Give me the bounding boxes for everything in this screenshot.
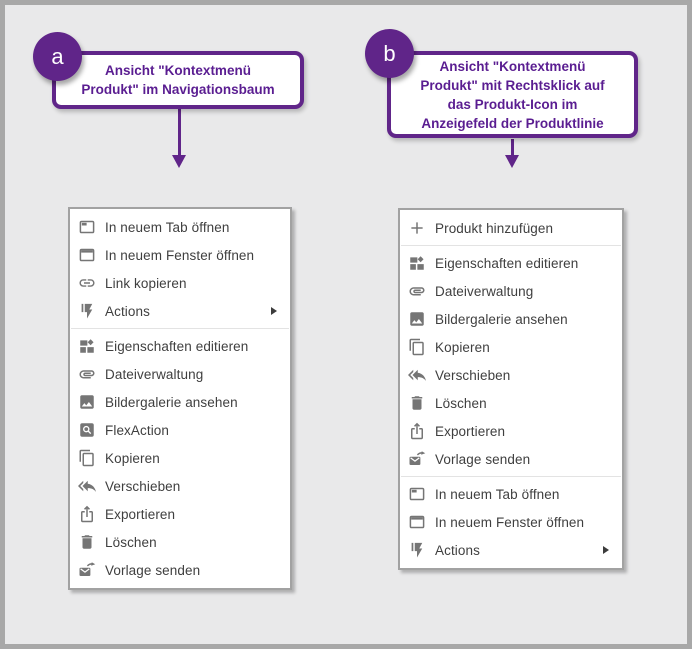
callout-b-badge: b bbox=[365, 29, 414, 78]
paperclip-icon bbox=[78, 365, 96, 383]
copy-icon bbox=[408, 338, 426, 356]
menu-item-eigenschaften-editieren[interactable]: Eigenschaften editieren bbox=[400, 249, 622, 277]
menu-item-label: In neuem Fenster öffnen bbox=[105, 247, 255, 263]
submenu-arrow-icon bbox=[271, 307, 277, 315]
menu-item-produkt-hinzufugen[interactable]: Produkt hinzufügen bbox=[400, 214, 622, 242]
menu-item-label: In neuem Tab öffnen bbox=[105, 219, 230, 235]
export-icon bbox=[408, 422, 426, 440]
menu-item-label: Kopieren bbox=[105, 450, 160, 466]
callout-a-arrow-head bbox=[171, 155, 186, 168]
submenu-arrow-icon bbox=[603, 546, 609, 554]
move-icon bbox=[78, 477, 96, 495]
menu-item-link-kopieren[interactable]: Link kopieren bbox=[70, 269, 290, 297]
menu-item-label: Vorlage senden bbox=[105, 562, 201, 578]
image-icon bbox=[78, 393, 96, 411]
menu-separator bbox=[401, 476, 621, 477]
menu-item-eigenschaften-editieren[interactable]: Eigenschaften editieren bbox=[70, 332, 290, 360]
trash-icon bbox=[408, 394, 426, 412]
link-icon bbox=[78, 274, 96, 292]
menu-item-label: Exportieren bbox=[435, 423, 506, 439]
menu-item-label: Link kopieren bbox=[105, 275, 187, 291]
callout-b-arrow-head bbox=[504, 155, 519, 168]
callout-a-badge: a bbox=[33, 32, 82, 81]
menu-item-label: Actions bbox=[435, 542, 480, 558]
menu-item-vorlage-senden[interactable]: Vorlage senden bbox=[70, 556, 290, 584]
menu-item-label: Exportieren bbox=[105, 506, 176, 522]
bolt-icon bbox=[408, 541, 426, 559]
menu-item-dateiverwaltung[interactable]: Dateiverwaltung bbox=[400, 277, 622, 305]
menu-item-label: Löschen bbox=[105, 534, 157, 550]
bolt-icon bbox=[78, 302, 96, 320]
menu-item-label: Eigenschaften editieren bbox=[105, 338, 249, 354]
tab-icon bbox=[78, 218, 96, 236]
plus-icon bbox=[408, 219, 426, 237]
dashboard-icon bbox=[408, 254, 426, 272]
menu-item-label: In neuem Fenster öffnen bbox=[435, 514, 585, 530]
menu-item-label: Dateiverwaltung bbox=[105, 366, 204, 382]
menu-item-label: Eigenschaften editieren bbox=[435, 255, 579, 271]
menu-separator bbox=[401, 245, 621, 246]
menu-item-label: FlexAction bbox=[105, 422, 170, 438]
menu-item-label: Bildergalerie ansehen bbox=[435, 311, 568, 327]
menu-item-dateiverwaltung[interactable]: Dateiverwaltung bbox=[70, 360, 290, 388]
menu-item-kopieren[interactable]: Kopieren bbox=[70, 444, 290, 472]
context-menu-navigation-tree: In neuem Tab öffnen In neuem Fenster öffn… bbox=[68, 207, 292, 590]
export-icon bbox=[78, 505, 96, 523]
menu-item-label: Actions bbox=[105, 303, 150, 319]
menu-item-vorlage-senden[interactable]: Vorlage senden bbox=[400, 445, 622, 473]
menu-item-verschieben[interactable]: Verschieben bbox=[400, 361, 622, 389]
menu-item-bildergalerie-ansehen[interactable]: Bildergalerie ansehen bbox=[70, 388, 290, 416]
menu-item-loschen[interactable]: Löschen bbox=[400, 389, 622, 417]
copy-icon bbox=[78, 449, 96, 467]
menu-item-loschen[interactable]: Löschen bbox=[70, 528, 290, 556]
menu-item-actions[interactable]: Actions bbox=[70, 297, 290, 325]
menu-item-label: Löschen bbox=[435, 395, 487, 411]
menu-item-label: Dateiverwaltung bbox=[435, 283, 534, 299]
dashboard-icon bbox=[78, 337, 96, 355]
move-icon bbox=[408, 366, 426, 384]
menu-item-kopieren[interactable]: Kopieren bbox=[400, 333, 622, 361]
menu-item-bildergalerie-ansehen[interactable]: Bildergalerie ansehen bbox=[400, 305, 622, 333]
menu-item-label: Produkt hinzufügen bbox=[435, 220, 554, 236]
menu-item-in-neuem-fenster-offnen[interactable]: In neuem Fenster öffnen bbox=[70, 241, 290, 269]
callout-a-badge-letter: a bbox=[51, 43, 64, 69]
menu-item-exportieren[interactable]: Exportieren bbox=[400, 417, 622, 445]
menu-item-verschieben[interactable]: Verschieben bbox=[70, 472, 290, 500]
menu-item-in-neuem-fenster-offnen[interactable]: In neuem Fenster öffnen bbox=[400, 508, 622, 536]
image-icon bbox=[408, 310, 426, 328]
menu-item-label: Kopieren bbox=[435, 339, 490, 355]
trash-icon bbox=[78, 533, 96, 551]
menu-item-label: In neuem Tab öffnen bbox=[435, 486, 560, 502]
menu-item-in-neuem-tab-offnen[interactable]: In neuem Tab öffnen bbox=[70, 213, 290, 241]
send-mail-icon bbox=[78, 561, 96, 579]
callout-b-badge-letter: b bbox=[383, 40, 396, 66]
menu-item-label: Vorlage senden bbox=[435, 451, 531, 467]
search-box-icon bbox=[78, 421, 96, 439]
menu-item-label: Bildergalerie ansehen bbox=[105, 394, 238, 410]
menu-separator bbox=[71, 328, 289, 329]
menu-item-label: Verschieben bbox=[105, 478, 181, 494]
menu-item-in-neuem-tab-offnen[interactable]: In neuem Tab öffnen bbox=[400, 480, 622, 508]
menu-item-exportieren[interactable]: Exportieren bbox=[70, 500, 290, 528]
menu-item-actions[interactable]: Actions bbox=[400, 536, 622, 564]
window-icon bbox=[78, 246, 96, 264]
callout-a-arrow-stem bbox=[177, 107, 181, 157]
window-icon bbox=[408, 513, 426, 531]
callout-b-arrow-stem bbox=[510, 139, 514, 157]
menu-item-flexaction[interactable]: FlexAction bbox=[70, 416, 290, 444]
tab-icon bbox=[408, 485, 426, 503]
paperclip-icon bbox=[408, 282, 426, 300]
menu-item-label: Verschieben bbox=[435, 367, 511, 383]
send-mail-icon bbox=[408, 450, 426, 468]
